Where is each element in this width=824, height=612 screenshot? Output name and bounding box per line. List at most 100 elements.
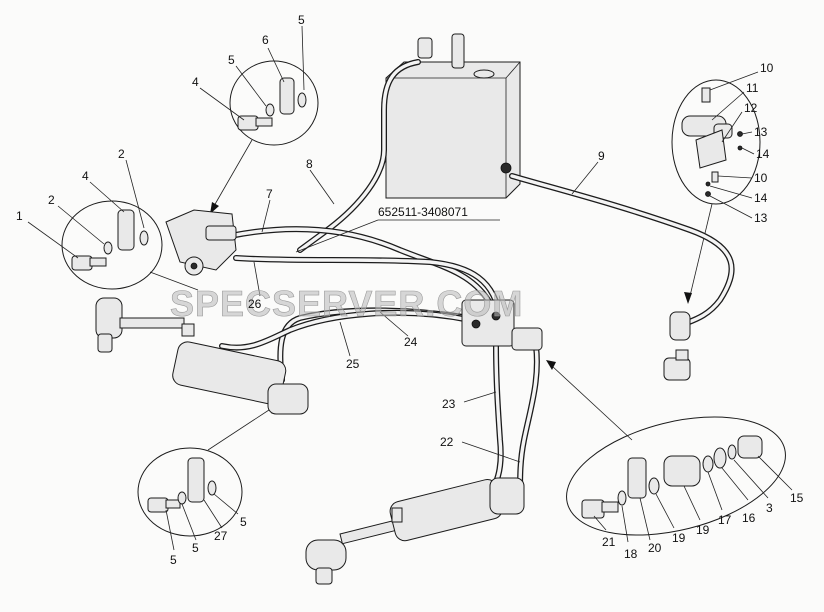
callout-19: 19 xyxy=(672,531,686,545)
callout-16: 16 xyxy=(742,511,756,525)
tank-filler-cap xyxy=(417,37,433,59)
right-fitting xyxy=(663,311,691,381)
callout-17: 17 xyxy=(718,513,732,527)
upper-cylinder-rod xyxy=(119,317,185,329)
washer-14-b xyxy=(705,181,711,187)
callout-5: 5 xyxy=(228,53,235,67)
callout-9: 9 xyxy=(598,149,605,163)
callout-2: 2 xyxy=(48,193,55,207)
callout-10: 10 xyxy=(760,61,774,75)
callout-19: 18 xyxy=(624,547,638,561)
pump-assembly xyxy=(165,209,237,276)
callout-numbers: 5 6 5 4 2 4 2 1 10 11 12 13 14 10 14 13 … xyxy=(16,13,804,567)
callout-4: 5 xyxy=(170,553,177,567)
washer-5-bottom-b xyxy=(207,480,217,496)
callout-26: 26 xyxy=(248,297,262,311)
tank-plug xyxy=(473,69,495,79)
fitting-20 xyxy=(627,457,647,499)
bracket-12 xyxy=(695,129,727,169)
washer-14-a xyxy=(737,145,743,151)
bolt-21 xyxy=(581,499,605,519)
callout-22: 22 xyxy=(440,435,454,449)
callout-23: 23 xyxy=(442,397,456,411)
arrow-line-bracket xyxy=(689,203,713,297)
callout-4: 4 xyxy=(192,75,199,89)
callout-20: 20 xyxy=(648,541,662,555)
callout-25: 25 xyxy=(346,357,360,371)
fitting-3 xyxy=(117,209,135,251)
right-clip xyxy=(663,357,691,381)
callout-1: 1 xyxy=(16,209,23,223)
detail-bottom-parts xyxy=(147,457,217,513)
washer-17 xyxy=(702,455,714,473)
watermark-text: SPECSERVER.COM xyxy=(170,283,523,324)
washer-2-b xyxy=(139,230,149,246)
washer-5-top xyxy=(265,103,275,117)
distributor-fitting xyxy=(511,327,543,351)
bolt-4-bottom xyxy=(147,497,169,513)
callout-8: 8 xyxy=(306,157,313,171)
detail-ellipse-fitting-bottom xyxy=(137,447,243,537)
washer-19-b xyxy=(648,477,660,495)
right-elbow xyxy=(669,311,691,341)
hose-9 xyxy=(509,173,735,327)
detail-tee-parts xyxy=(581,435,763,519)
callout-14: 14 xyxy=(754,191,768,205)
washer-19-a xyxy=(617,490,627,506)
lower-cylinder-body xyxy=(389,479,503,542)
washer-5-tee xyxy=(727,444,737,460)
pump-body xyxy=(165,209,237,271)
callout-5: 5 xyxy=(192,541,199,555)
detail-ellipse-tee-assembly xyxy=(566,416,786,536)
detail-bracket-parts xyxy=(681,87,743,197)
distributor-body xyxy=(461,299,515,347)
callout-3: 4 xyxy=(82,169,89,183)
bolt-10 xyxy=(701,87,711,103)
part-code-label: 652511-3408071 xyxy=(378,205,468,219)
tank-outlet-fitting xyxy=(500,162,512,174)
nut-13-a xyxy=(737,131,743,137)
pump-valve xyxy=(205,225,237,241)
callout-leaders xyxy=(27,25,793,551)
callout-7: 7 xyxy=(266,187,273,201)
arrow-line-bottom xyxy=(207,407,273,451)
detail-left-parts xyxy=(71,209,149,271)
callout-2: 2 xyxy=(118,147,125,161)
upper-cylinder-eye xyxy=(95,297,123,339)
detail-top-parts xyxy=(237,77,307,131)
callout-27: 27 xyxy=(214,529,228,543)
fitting-27 xyxy=(187,457,205,503)
nut-13-b xyxy=(705,191,711,197)
tank-breather xyxy=(451,33,465,69)
oil-tank xyxy=(385,33,521,199)
arrowhead-tee xyxy=(546,360,556,370)
fitting-6 xyxy=(279,77,295,115)
tank-body xyxy=(385,61,521,199)
bolt-10-b xyxy=(711,171,719,183)
upper-cylinder-end xyxy=(267,383,309,415)
bolt-1 xyxy=(71,255,93,271)
arrow-line-tee xyxy=(551,365,633,441)
detail-ellipse-bracket xyxy=(671,79,761,205)
lower-cylinder xyxy=(305,477,525,585)
adapter-15 xyxy=(737,435,763,459)
washer-2 xyxy=(103,241,113,255)
tee-18 xyxy=(663,455,701,487)
washer-5-bottom xyxy=(177,491,187,505)
lower-cylinder-eye xyxy=(305,539,347,571)
callout-12: 12 xyxy=(744,101,758,115)
lower-cylinder-rod xyxy=(339,518,402,545)
callout-6: 6 xyxy=(262,33,269,47)
callout-5: 5 xyxy=(298,13,305,27)
upper-cylinder xyxy=(95,297,309,415)
callout-10: 10 xyxy=(754,171,768,185)
callout-5: 5 xyxy=(240,515,247,529)
distributor-block xyxy=(461,299,543,351)
arrowhead-bracket xyxy=(684,292,692,304)
callout-21: 21 xyxy=(602,535,616,549)
callout-15: 15 xyxy=(790,491,804,505)
callout-11: 11 xyxy=(746,81,759,95)
callout-18: 19 xyxy=(696,523,710,537)
